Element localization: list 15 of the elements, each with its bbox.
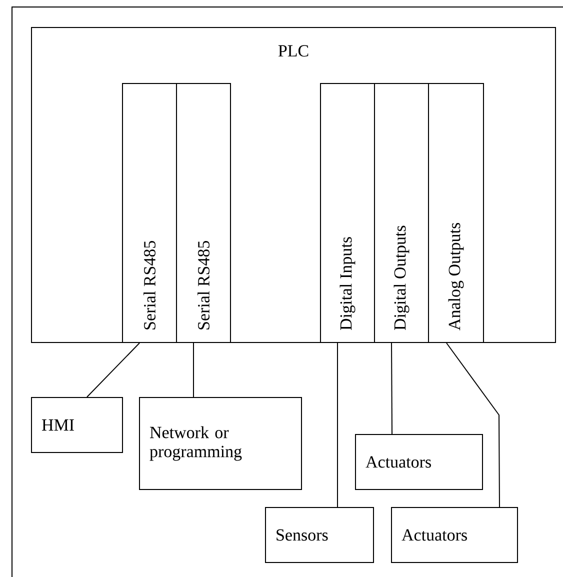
module-slot: Serial RS485 — [122, 83, 177, 343]
connector-line — [391, 342, 392, 434]
device-box: Network or programming — [139, 397, 302, 490]
module-slot: Digital Outputs — [374, 83, 429, 343]
connector-line — [337, 342, 338, 508]
device-box: HMI — [31, 397, 123, 453]
device-box: Sensors — [265, 507, 374, 563]
module-slot: Serial RS485 — [176, 83, 231, 343]
connector-line — [446, 342, 500, 508]
device-box: Actuators — [391, 507, 518, 563]
module-slot: Analog Outputs — [428, 83, 484, 343]
connector-line — [193, 342, 194, 398]
module-slot: Digital Inputs — [320, 83, 375, 343]
connector-line — [86, 342, 140, 398]
device-box: Actuators — [355, 434, 483, 490]
